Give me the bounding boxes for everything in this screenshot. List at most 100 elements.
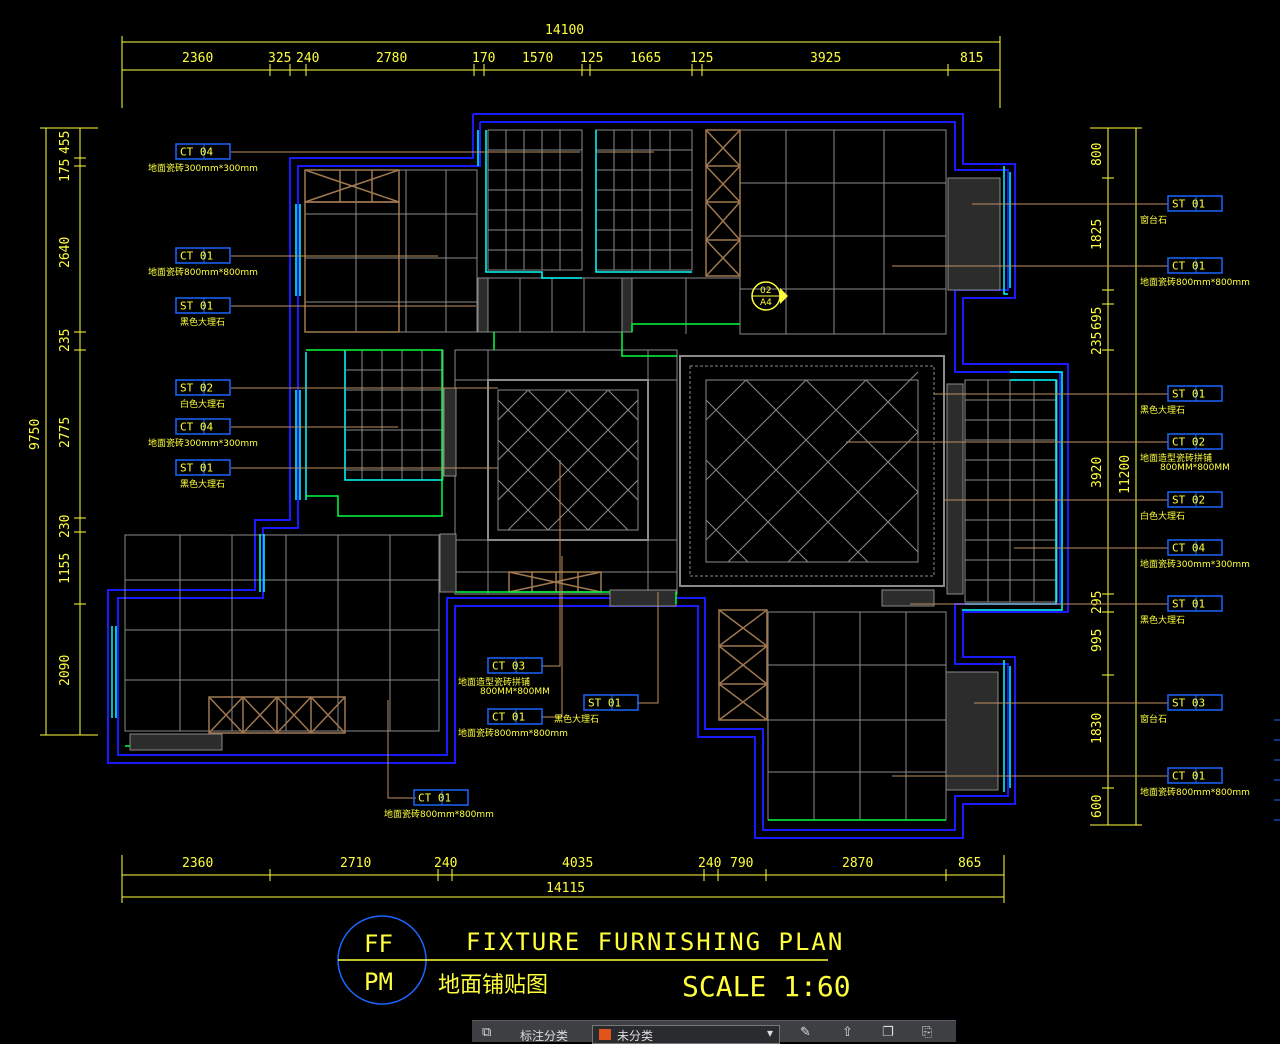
material-tag-note: 黑色大理石 bbox=[554, 713, 599, 725]
dim-bottom-2: 2710 bbox=[340, 856, 371, 871]
material-tag-code: CT 02 bbox=[1172, 436, 1205, 449]
dim-top-4: 2780 bbox=[376, 51, 407, 66]
dim-bottom-5: 240 bbox=[698, 856, 721, 871]
material-tag-note: 地面瓷砖800mm*800mm bbox=[1140, 786, 1250, 798]
plan-title: FIXTURE FURNISHING PLAN bbox=[466, 928, 844, 956]
material-tag-code: CT 01 bbox=[418, 792, 451, 805]
material-tag-note-size: 800MM*800MM bbox=[480, 687, 550, 697]
match-layer-icon[interactable]: ⇧ bbox=[842, 1025, 853, 1040]
material-tag-note: 地面造型瓷砖拼铺 bbox=[1140, 452, 1212, 464]
dim-overall-left: 9750 bbox=[28, 419, 43, 450]
dim-top-6: 1570 bbox=[522, 51, 553, 66]
material-tag-note: 地面瓷砖300mm*300mm bbox=[148, 162, 258, 174]
material-tag-code: ST 01 bbox=[588, 697, 621, 710]
dim-left-6: 230 bbox=[58, 515, 73, 538]
material-tag: ST 01 黑色大理石 bbox=[175, 459, 231, 490]
title-block: FF PM FIXTURE FURNISHING PLAN 地面铺贴图 SCAL… bbox=[337, 915, 851, 1005]
material-tag-code: CT 01 bbox=[1172, 260, 1205, 273]
dim-left-8: 2090 bbox=[58, 655, 73, 686]
material-tag-note: 黑色大理石 bbox=[180, 478, 225, 490]
material-tag: ST 03 窗台石 bbox=[1140, 694, 1223, 725]
title-circle-top: FF bbox=[364, 930, 393, 958]
material-tag-note: 黑色大理石 bbox=[180, 316, 225, 328]
material-tag-note: 黑色大理石 bbox=[1140, 614, 1185, 626]
dining-diamond-pattern bbox=[487, 379, 649, 541]
material-tag-code: ST 01 bbox=[180, 462, 213, 475]
material-tag: ST 01 黑色大理石 bbox=[554, 694, 639, 725]
material-tag-note: 白色大理石 bbox=[1140, 510, 1185, 522]
dim-left-2: 455 bbox=[58, 131, 73, 154]
dim-top-9: 125 bbox=[690, 51, 713, 66]
furniture bbox=[208, 129, 768, 734]
material-tag-note: 黑色大理石 bbox=[1140, 404, 1185, 416]
edit-icon[interactable]: ✎ bbox=[800, 1025, 811, 1040]
dim-labels-left: 9750 175 455 2640 235 2775 230 1155 2090 bbox=[28, 131, 73, 686]
layer-select[interactable]: 未分类 ▾ bbox=[592, 1025, 780, 1044]
dim-overall-bottom: 14115 bbox=[546, 881, 585, 896]
dim-bottom-3: 240 bbox=[434, 856, 457, 871]
dim-labels-bottom: 2360 2710 240 4035 240 790 2870 865 1411… bbox=[182, 856, 981, 896]
dim-labels-right: 11200 800 1825 235 695 3920 295 995 1830… bbox=[1090, 143, 1133, 818]
dimension-lines bbox=[40, 36, 1142, 903]
dim-right-5: 3920 bbox=[1090, 457, 1105, 488]
material-tag: CT 04 地面瓷砖300mm*300mm bbox=[1140, 539, 1250, 570]
dim-bottom-8: 865 bbox=[958, 856, 981, 871]
dim-top-1: 2360 bbox=[182, 51, 213, 66]
material-tag-note: 地面瓷砖800mm*800mm bbox=[384, 808, 494, 820]
dim-right-2: 1825 bbox=[1090, 219, 1105, 250]
section-marker-bottom: A4 bbox=[760, 298, 772, 308]
material-tag: CT 01 地面瓷砖800mm*800mm bbox=[384, 789, 494, 820]
section-marker: 02 A4 bbox=[751, 281, 788, 311]
wall-outline bbox=[107, 113, 1069, 839]
material-tag-code: ST 02 bbox=[180, 382, 213, 395]
layer-color-swatch bbox=[599, 1029, 611, 1040]
dim-bottom-4: 4035 bbox=[562, 856, 593, 871]
material-tag: ST 01 黑色大理石 bbox=[175, 297, 231, 328]
windows bbox=[111, 130, 1063, 792]
plan-scale: SCALE 1:60 bbox=[682, 970, 851, 1003]
material-tag-code: CT 01 bbox=[180, 250, 213, 263]
living-diamond-pattern bbox=[679, 355, 945, 587]
dim-bottom-6: 790 bbox=[730, 856, 753, 871]
dim-left-1: 175 bbox=[58, 159, 73, 182]
layer-properties-icon[interactable]: ⧉ bbox=[482, 1025, 492, 1040]
material-tag-note: 地面瓷砖800mm*800mm bbox=[458, 727, 568, 739]
copy-icon[interactable]: ❐ bbox=[882, 1025, 894, 1040]
edge-ruler bbox=[1274, 719, 1280, 821]
dim-top-5: 170 bbox=[472, 51, 495, 66]
material-tag-note: 地面瓷砖800mm*800mm bbox=[1140, 276, 1250, 288]
material-tag-note: 窗台石 bbox=[1140, 713, 1167, 725]
material-tag: ST 01 黑色大理石 bbox=[1140, 595, 1223, 626]
material-tag-code: CT 04 bbox=[1172, 542, 1205, 555]
material-tag-code: ST 01 bbox=[1172, 598, 1205, 611]
material-tag-code: ST 01 bbox=[180, 300, 213, 313]
material-tag: CT 01 地面瓷砖800mm*800mm bbox=[1140, 767, 1250, 798]
dim-labels-top: 14100 2360 325 240 2780 170 1570 125 166… bbox=[182, 23, 983, 66]
material-tag: CT 01 地面瓷砖800mm*800mm bbox=[458, 708, 568, 739]
material-tag-code: CT 01 bbox=[492, 711, 525, 724]
layer-state-icon[interactable]: ⎘ bbox=[922, 1025, 933, 1040]
section-marker-top: 02 bbox=[760, 286, 771, 296]
chevron-down-icon: ▾ bbox=[766, 1026, 773, 1040]
material-tag-code: ST 03 bbox=[1172, 697, 1205, 710]
material-tag-note: 地面瓷砖800mm*800mm bbox=[148, 266, 258, 278]
dim-overall-top: 14100 bbox=[545, 23, 584, 38]
plan-subtitle: 地面铺贴图 bbox=[438, 973, 548, 998]
material-tag-code: CT 03 bbox=[492, 660, 525, 673]
dim-right-4: 695 bbox=[1090, 307, 1105, 330]
dim-top-3: 240 bbox=[296, 51, 319, 66]
material-tag-note-size: 800MM*800MM bbox=[1160, 463, 1230, 473]
material-tag-code: CT 01 bbox=[1172, 770, 1205, 783]
dim-left-3: 2640 bbox=[58, 237, 73, 268]
material-tag-note: 地面瓷砖300mm*300mm bbox=[1140, 558, 1250, 570]
dim-right-6: 295 bbox=[1090, 591, 1105, 614]
material-tag: ST 02 白色大理石 bbox=[175, 379, 231, 410]
dim-left-5: 2775 bbox=[58, 417, 73, 448]
leader-lines bbox=[231, 151, 1168, 799]
dim-right-8: 1830 bbox=[1090, 713, 1105, 744]
dim-right-9: 600 bbox=[1090, 795, 1105, 818]
material-tag-code: CT 04 bbox=[180, 421, 213, 434]
material-tag-note: 白色大理石 bbox=[180, 398, 225, 410]
